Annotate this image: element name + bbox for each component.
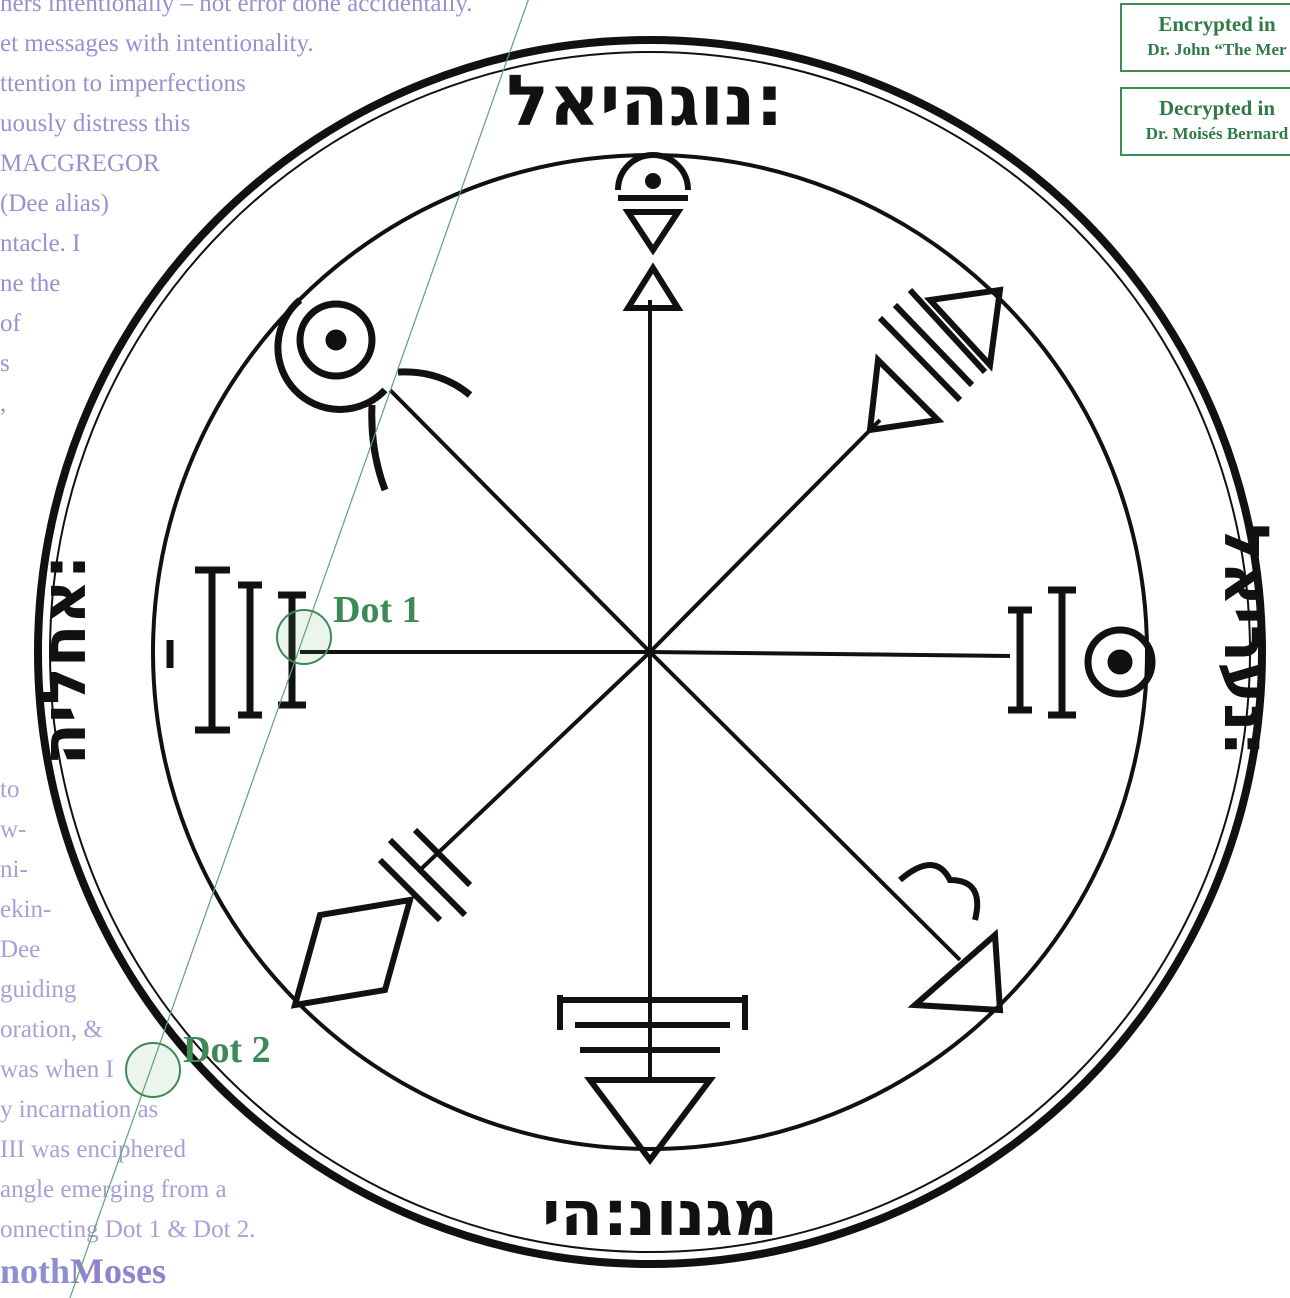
hebrew-inscription-top: נוגהיאל: [506, 60, 783, 142]
encrypted-box-title: Encrypted in [1122, 9, 1290, 39]
top-symbol [618, 155, 688, 308]
decrypted-box-subtitle: Dr. Moisés Bernard [1122, 123, 1290, 145]
encrypted-box-subtitle: Dr. John “The Mer [1122, 39, 1290, 61]
dot-2-marker [126, 1043, 180, 1097]
dot-1-label: Dot 1 [333, 588, 421, 632]
hebrew-inscription-right: נעריאל: [1210, 524, 1283, 756]
spokes [300, 300, 1010, 1080]
bottom-symbol [560, 995, 745, 1160]
decrypted-box-title: Decrypted in [1122, 93, 1290, 123]
dot-1-marker [277, 610, 331, 664]
bottom-left-symbol [295, 830, 470, 1005]
decrypted-box: Decrypted in Dr. Moisés Bernard [1120, 87, 1290, 156]
top-left-symbol [278, 300, 470, 490]
dot-2-label: Dot 2 [183, 1028, 271, 1072]
hebrew-inscription-left: אחליה: [27, 555, 100, 766]
bottom-right-symbol [900, 865, 1000, 1010]
encrypted-box: Encrypted in Dr. John “The Mer [1120, 3, 1290, 72]
top-right-symbol [870, 290, 1000, 430]
right-symbol [1008, 590, 1152, 715]
hebrew-inscription-bottom: מגנונ:הי [542, 1177, 778, 1250]
